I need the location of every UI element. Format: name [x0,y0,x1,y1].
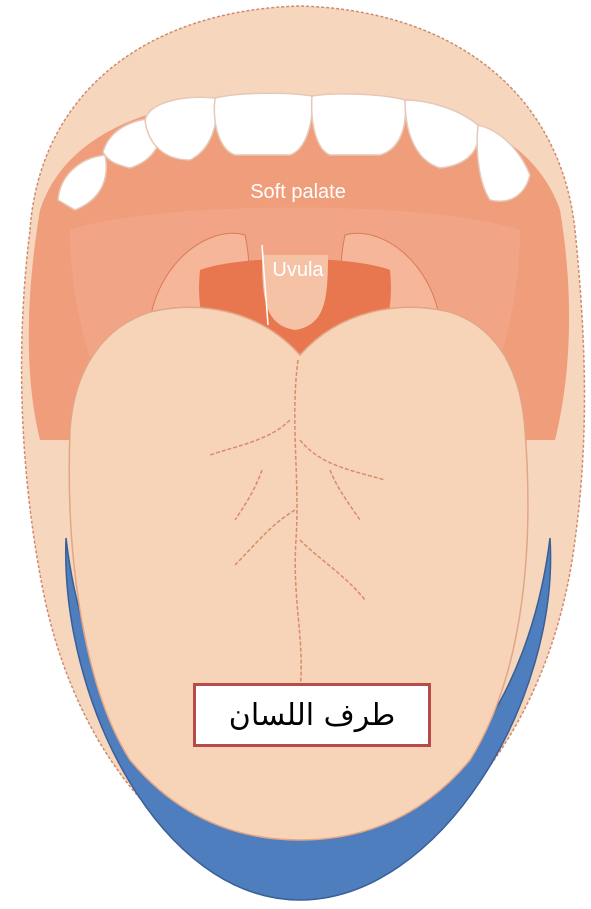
tongue-tip-label: طرف اللسان [229,698,395,733]
tooth [312,94,406,155]
tongue [69,307,528,840]
soft-palate-label: Soft palate [250,181,346,203]
tongue-tip-callout: طرف اللسان [193,683,431,747]
uvula-label: Uvula [272,259,324,281]
tooth [214,93,312,155]
